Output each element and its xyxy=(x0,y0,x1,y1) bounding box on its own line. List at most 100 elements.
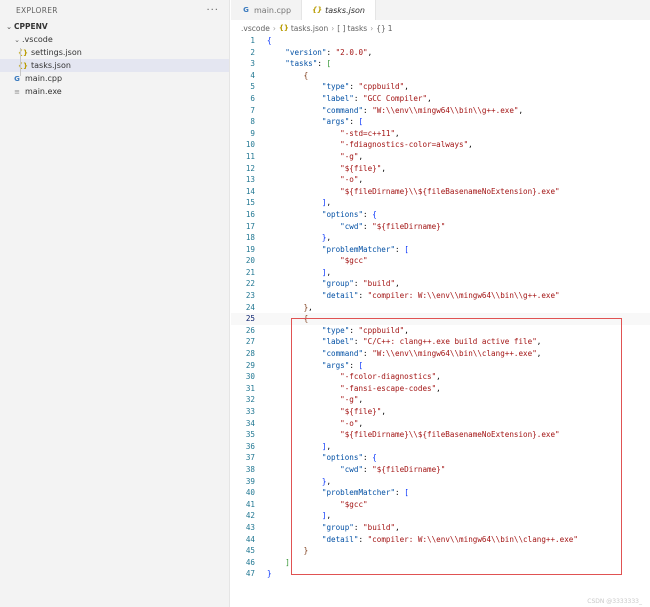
tree-item-main-cpp[interactable]: G main.cpp xyxy=(0,72,229,85)
code-text: "-o", xyxy=(340,418,364,428)
code-line[interactable]: 18 }, xyxy=(231,232,650,244)
code-line[interactable]: 9 "-std=c++11", xyxy=(231,128,650,140)
tab-main-cpp[interactable]: G main.cpp xyxy=(231,0,303,20)
line-number: 34 xyxy=(245,418,255,428)
code-line[interactable]: 10 "-fdiagnostics-color=always", xyxy=(231,139,650,151)
code-line[interactable]: 4 { xyxy=(231,70,650,82)
line-number: 8 xyxy=(250,117,255,127)
code-text: "-fdiagnostics-color=always", xyxy=(340,140,473,150)
breadcrumb-tasks[interactable]: tasks xyxy=(347,23,368,33)
code-text: ], xyxy=(321,511,332,521)
code-line[interactable]: 36 ], xyxy=(231,441,650,453)
code-text: "-fansi-escape-codes", xyxy=(340,383,441,393)
code-line[interactable]: 37 "options": { xyxy=(231,452,650,464)
code-line[interactable]: 41 "$gcc" xyxy=(231,499,650,511)
editor-area: G main.cpp {} tasks.json .vscode › {} ta… xyxy=(231,0,650,607)
code-line[interactable]: 42 ], xyxy=(231,510,650,522)
code-text: "cwd": "${fileDirname}" xyxy=(340,464,446,474)
tab-tasks-json[interactable]: {} tasks.json xyxy=(302,0,376,20)
code-line[interactable]: 21 ], xyxy=(231,267,650,279)
tree-item-tasks-json[interactable]: {} tasks.json xyxy=(0,59,229,72)
code-line[interactable]: 38 "cwd": "${fileDirname}" xyxy=(231,464,650,476)
code-line[interactable]: 44 "detail": "compiler: W:\\env\\mingw64… xyxy=(231,534,650,546)
code-line[interactable]: 45 } xyxy=(231,545,650,557)
code-line[interactable]: 24 }, xyxy=(231,302,650,314)
line-number: 1 xyxy=(250,36,255,45)
tree-item-main-exe[interactable]: ≡ main.exe xyxy=(0,85,229,98)
code-line[interactable]: 19 "problemMatcher": [ xyxy=(231,244,650,256)
code-line[interactable]: 33 "${file}", xyxy=(231,406,650,418)
code-line[interactable]: 25 { xyxy=(231,313,650,325)
exe-file-icon: ≡ xyxy=(14,87,20,96)
code-line[interactable]: 32 "-g", xyxy=(231,394,650,406)
code-line[interactable]: 47} xyxy=(231,568,650,580)
code-line[interactable]: 27 "label": "C/C++: clang++.exe build ac… xyxy=(231,336,650,348)
explorer-title: EXPLORER xyxy=(16,5,58,15)
code-line[interactable]: 26 "type": "cppbuild", xyxy=(231,325,650,337)
code-line[interactable]: 31 "-fansi-escape-codes", xyxy=(231,383,650,395)
code-text: } xyxy=(267,569,272,579)
code-line[interactable]: 39 }, xyxy=(231,476,650,488)
tree-item-settings-json[interactable]: {} settings.json xyxy=(0,46,229,59)
line-number: 22 xyxy=(245,279,255,289)
code-line[interactable]: 7 "command": "W:\\env\\mingw64\\bin\\g++… xyxy=(231,105,650,117)
breadcrumb-item-1[interactable]: 1 xyxy=(387,23,393,33)
code-line[interactable]: 17 "cwd": "${fileDirname}" xyxy=(231,221,650,233)
code-line[interactable]: 34 "-o", xyxy=(231,418,650,430)
project-folder-label: CPPENV xyxy=(14,22,48,31)
line-number: 35 xyxy=(245,430,255,440)
code-line[interactable]: 3 "tasks": [ xyxy=(231,58,650,70)
line-number: 31 xyxy=(245,383,255,393)
code-line[interactable]: 46 ] xyxy=(231,557,650,569)
code-line[interactable]: 12 "${file}", xyxy=(231,163,650,175)
code-text: "args": [ xyxy=(321,360,364,370)
code-line[interactable]: 20 "$gcc" xyxy=(231,255,650,267)
code-text: "cwd": "${fileDirname}" xyxy=(340,221,446,231)
line-number: 5 xyxy=(250,82,255,92)
code-text: "version": "2.0.0", xyxy=(285,47,373,57)
json-file-icon: {} xyxy=(18,61,28,70)
line-number: 3 xyxy=(250,59,255,69)
line-number: 40 xyxy=(245,488,255,498)
code-line[interactable]: 15 ], xyxy=(231,197,650,209)
line-number: 14 xyxy=(245,186,255,196)
line-number: 16 xyxy=(245,209,255,219)
code-line[interactable]: 13 "-o", xyxy=(231,174,650,186)
code-text: "$gcc" xyxy=(340,499,368,509)
code-text: "-fcolor-diagnostics", xyxy=(340,372,441,382)
code-line[interactable]: 43 "group": "build", xyxy=(231,522,650,534)
line-number: 28 xyxy=(245,349,255,359)
code-text: "-g", xyxy=(340,395,364,405)
code-editor[interactable]: 1{2 "version": "2.0.0",3 "tasks": [4 {5 … xyxy=(231,35,650,580)
code-line[interactable]: 2 "version": "2.0.0", xyxy=(231,47,650,59)
line-number: 19 xyxy=(245,244,255,254)
breadcrumb-tasks-json[interactable]: tasks.json xyxy=(290,23,329,33)
code-line[interactable]: 29 "args": [ xyxy=(231,360,650,372)
tree-item-label: settings.json xyxy=(31,48,82,57)
explorer-header: EXPLORER ··· xyxy=(0,0,229,20)
code-line[interactable]: 5 "type": "cppbuild", xyxy=(231,81,650,93)
code-line[interactable]: 28 "command": "W:\\env\\mingw64\\bin\\cl… xyxy=(231,348,650,360)
code-text: ] xyxy=(285,557,290,567)
line-number: 13 xyxy=(245,175,255,185)
code-line[interactable]: 14 "${fileDirname}\\${fileBasenameNoExte… xyxy=(231,186,650,198)
code-text: "detail": "compiler: W:\\env\\mingw64\\b… xyxy=(321,534,578,544)
tree-item-vscode-folder[interactable]: ⌄ .vscode xyxy=(0,33,229,46)
code-line[interactable]: 23 "detail": "compiler: W:\\env\\mingw64… xyxy=(231,290,650,302)
more-actions-icon[interactable]: ··· xyxy=(206,4,219,16)
breadcrumb-vscode[interactable]: .vscode xyxy=(241,23,270,33)
code-line[interactable]: 1{ xyxy=(231,35,650,47)
code-line[interactable]: 40 "problemMatcher": [ xyxy=(231,487,650,499)
code-line[interactable]: 8 "args": [ xyxy=(231,116,650,128)
code-line[interactable]: 22 "group": "build", xyxy=(231,278,650,290)
code-line[interactable]: 6 "label": "GCC Compiler", xyxy=(231,93,650,105)
line-number: 11 xyxy=(245,151,255,161)
code-line[interactable]: 35 "${fileDirname}\\${fileBasenameNoExte… xyxy=(231,429,650,441)
code-line[interactable]: 30 "-fcolor-diagnostics", xyxy=(231,371,650,383)
code-line[interactable]: 16 "options": { xyxy=(231,209,650,221)
project-folder[interactable]: ⌄ CPPENV xyxy=(0,20,229,33)
code-text: { xyxy=(303,314,309,324)
line-number: 29 xyxy=(245,360,255,370)
code-text: "options": { xyxy=(321,209,377,219)
code-line[interactable]: 11 "-g", xyxy=(231,151,650,163)
